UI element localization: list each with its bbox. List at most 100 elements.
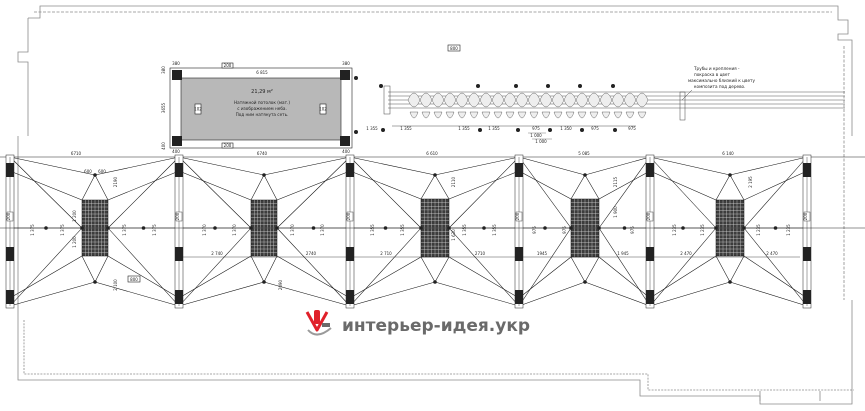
svg-text:200: 200 <box>803 212 808 220</box>
column: 200 <box>5 154 15 309</box>
svg-text:975: 975 <box>591 126 599 131</box>
svg-text:1 355: 1 355 <box>400 126 412 131</box>
site-logo: интерьер-идея.укр <box>305 310 530 336</box>
column: 200 <box>345 154 355 309</box>
svg-text:1 355: 1 355 <box>366 126 378 131</box>
svg-text:1 350: 1 350 <box>560 126 572 131</box>
svg-text:1 355: 1 355 <box>370 224 375 236</box>
svg-text:400: 400 <box>172 149 180 154</box>
anchor-point <box>433 173 437 177</box>
anchor-point <box>93 280 97 284</box>
pipe-post <box>381 128 385 132</box>
svg-text:102: 102 <box>319 107 327 112</box>
svg-text:400: 400 <box>161 142 166 150</box>
svg-text:1 355: 1 355 <box>458 126 470 131</box>
svg-text:2190: 2190 <box>113 176 118 187</box>
svg-text:3655: 3655 <box>161 102 166 113</box>
anchor-point <box>728 280 732 284</box>
svg-text:6710: 6710 <box>71 151 82 156</box>
svg-text:1 235: 1 235 <box>672 224 677 236</box>
room-walls <box>17 5 854 405</box>
svg-text:1 200: 1 200 <box>72 236 77 248</box>
column-label: 200 <box>346 211 354 222</box>
svg-text:1 355: 1 355 <box>492 224 497 236</box>
svg-text:1 000: 1 000 <box>535 139 547 144</box>
bay-dimension-line: 6710 6740 6 610 5 085 6 140 <box>0 151 865 158</box>
svg-text:800: 800 <box>130 277 138 282</box>
column-label: 200 <box>6 211 14 222</box>
svg-text:600: 600 <box>98 169 106 174</box>
svg-text:1 945: 1 945 <box>617 251 629 256</box>
svg-text:1 235: 1 235 <box>786 224 791 236</box>
pipe-post <box>613 128 617 132</box>
svg-text:1 355: 1 355 <box>400 224 405 236</box>
column: 200 <box>514 154 524 309</box>
pipe-post <box>379 84 383 88</box>
svg-text:2115: 2115 <box>613 176 618 187</box>
svg-text:1 000: 1 000 <box>530 133 542 138</box>
pipes-note: Трубы и крепления - покраска в цвет макс… <box>681 66 755 101</box>
svg-text:21,29 м²: 21,29 м² <box>251 89 273 95</box>
svg-text:1 200: 1 200 <box>72 210 77 222</box>
column: 200 <box>174 154 184 309</box>
column: 200 <box>645 154 655 309</box>
svg-text:380: 380 <box>342 61 350 66</box>
svg-text:6 610: 6 610 <box>426 151 438 156</box>
pipe-post <box>516 128 520 132</box>
svg-text:6740: 6740 <box>257 151 268 156</box>
svg-text:Натяжной потолок (мат.): Натяжной потолок (мат.) <box>234 100 290 105</box>
svg-text:2710: 2710 <box>475 251 486 256</box>
svg-text:200: 200 <box>6 212 11 220</box>
svg-text:Под ним натянута сеть.: Под ним натянута сеть. <box>236 112 289 117</box>
pipe-post <box>354 130 358 134</box>
cable-net <box>9 156 808 307</box>
grid-dimensions: 600 600 1 200 1 200 <box>72 169 106 248</box>
svg-text:800: 800 <box>450 46 458 51</box>
columns: 200 200 200 200 200 200 <box>5 154 812 309</box>
anchor-point <box>93 173 97 177</box>
svg-text:2090: 2090 <box>278 279 283 290</box>
svg-text:102: 102 <box>194 107 202 112</box>
svg-text:6 815: 6 815 <box>256 70 268 75</box>
column-label: 200 <box>646 211 654 222</box>
anchor-point <box>728 173 732 177</box>
svg-text:975: 975 <box>532 226 537 234</box>
pipe-post <box>476 84 480 88</box>
anchor-point <box>262 280 266 284</box>
svg-text:2 470: 2 470 <box>766 251 778 256</box>
svg-text:2110: 2110 <box>451 176 456 187</box>
svg-text:380: 380 <box>161 66 166 74</box>
svg-text:1 375: 1 375 <box>122 224 127 236</box>
svg-text:1 630: 1 630 <box>451 229 456 241</box>
column-label: 200 <box>175 211 183 222</box>
svg-text:200: 200 <box>224 63 232 68</box>
svg-text:1 370: 1 370 <box>320 224 325 236</box>
svg-text:200: 200 <box>224 143 232 148</box>
svg-text:1 355: 1 355 <box>488 126 500 131</box>
svg-text:200: 200 <box>646 212 651 220</box>
svg-text:2 100: 2 100 <box>113 279 118 291</box>
pipe-post <box>354 76 358 80</box>
svg-text:покраска в цвет: покраска в цвет <box>694 72 730 77</box>
pipe-post <box>578 84 582 88</box>
column-label: 200 <box>515 211 523 222</box>
svg-text:1 235: 1 235 <box>700 224 705 236</box>
pipe-post <box>611 84 615 88</box>
anchor-point <box>433 280 437 284</box>
svg-text:2740: 2740 <box>306 251 317 256</box>
room-label-left: 800 <box>127 275 141 283</box>
svg-text:1 900: 1 900 <box>613 206 618 218</box>
pipe-post <box>514 84 518 88</box>
svg-text:2 740: 2 740 <box>211 251 223 256</box>
logo-chair-icon <box>305 310 332 336</box>
svg-text:1 375: 1 375 <box>30 224 35 236</box>
svg-text:1 370: 1 370 <box>202 224 207 236</box>
pipes-assembly: 1 355 1 355 1 355 1 355 975 1 350 975 97… <box>354 76 845 144</box>
column: 200 <box>802 154 812 309</box>
vertical-dimensions: 2190 2 100 2090 2110 2115 2 195 1 630 1 … <box>113 176 753 291</box>
svg-text:1 375: 1 375 <box>152 224 157 236</box>
anchor-point <box>262 173 266 177</box>
pipe-post <box>546 84 550 88</box>
